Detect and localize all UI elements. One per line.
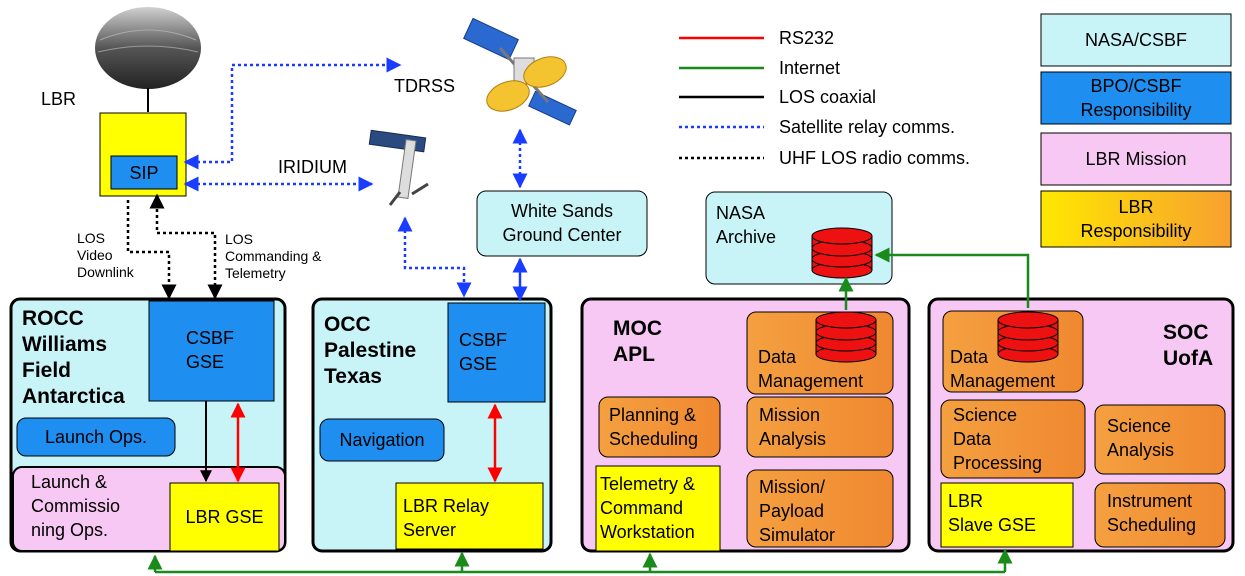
white-sands-label: White Sands Ground Center [502,201,622,245]
planning-label: Planning & Scheduling [609,405,699,449]
moc-database-icon [815,311,877,363]
legend-lbr-responsibility-label: LBR Responsibility [1080,197,1192,241]
nasa-archive-label: NASA Archive [716,203,777,247]
rocc-lbr-gse-box [169,482,280,552]
legend-label-internet: Internet [779,58,841,78]
legend-swatch-bpo-csbf [1040,71,1232,125]
navigation-box [319,418,445,462]
commanding-label: LOS Commanding & Telemetry [225,231,322,281]
launch-commissioning-label: Launch & Commissio ning Ops. [31,472,121,540]
iridium-satellite-icon [368,129,429,206]
moc-title: MOC APL [613,317,662,366]
legend-lines [679,36,764,160]
legend-label-satellite-relay: Satellite relay comms. [779,117,956,137]
science-processing-label: Science Data Processing [953,405,1043,473]
video-downlink-label: LOS Video Downlink [77,230,134,280]
sip-box [110,155,178,190]
tdrss-satellite-icon [463,17,577,126]
moc-data-management-label: Data Management [758,347,864,391]
balloon-label: LBR [41,89,77,109]
sip-label: SIP [129,163,159,183]
mission-analysis-label: Mission Analysis [759,405,827,449]
iridium-label: IRIDIUM [278,157,347,177]
soc-data-management-label: Data Management [950,347,1056,391]
legend-swatch-nasa-csbf [1040,13,1232,67]
balloon-icon [95,7,201,112]
white-sands-box [476,190,648,257]
legend-nasa-csbf-label: NASA/CSBF [1084,30,1188,50]
relay-server-label: LBR Relay Server [403,496,490,540]
occ-title: OCC Palestine Texas [324,313,417,388]
telemetry-workstation-box [595,465,721,552]
mission-analysis-box [746,396,894,458]
payload-simulator-box [746,469,894,548]
legend-swatch-lbr-mission [1040,132,1232,186]
science-processing-box [940,399,1086,479]
slave-gse-label: LBR Slave GSE [948,491,1037,535]
nasa-archive-database-icon [811,227,873,279]
occ-csbf-gse-box [447,302,546,403]
science-analysis-label: Science Analysis [1107,416,1175,460]
rocc-csbf-gse-box [148,300,275,402]
rocc-csbf-gse-label: CSBF GSE [186,328,235,372]
soc-title: SOC UofA [1163,321,1214,370]
rocc-lbr-gse-label: LBR GSE [185,507,264,527]
telemetry-workstation-label: Telemetry & Command Workstation [600,474,696,542]
legend-label-los-coaxial: LOS coaxial [779,87,877,107]
occ-csbf-gse-label: CSBF GSE [459,330,508,374]
instrument-scheduling-label: Instrument Scheduling [1107,491,1197,535]
slave-gse-box [940,482,1074,548]
instrument-scheduling-box [1094,482,1226,548]
payload-simulator-label: Mission/ Payload Simulator [759,477,836,545]
legend-swatch-lbr-responsibility [1040,190,1232,248]
planning-box [598,396,721,458]
relay-server-box [395,482,544,550]
launch-ops-label: Launch Ops. [44,427,148,447]
launch-ops-box [16,417,176,457]
navigation-label: Navigation [339,430,425,450]
uhf-los-links [126,193,223,300]
legend-lbr-mission-label: LBR Mission [1085,149,1187,169]
tdrss-label: TDRSS [394,76,456,96]
legend-label-rs232: RS232 [779,28,835,48]
rocc-title: ROCC Williams Field Antarctica [22,307,125,408]
satellite-relay-links [183,57,528,298]
legend-label-uhf-los: UHF LOS radio comms. [779,148,971,168]
soc-database-icon [997,311,1059,363]
science-analysis-box [1094,404,1226,475]
legend-bpo-csbf-label: BPO/CSBF Responsibility [1080,76,1192,120]
internet-links [147,247,1030,574]
